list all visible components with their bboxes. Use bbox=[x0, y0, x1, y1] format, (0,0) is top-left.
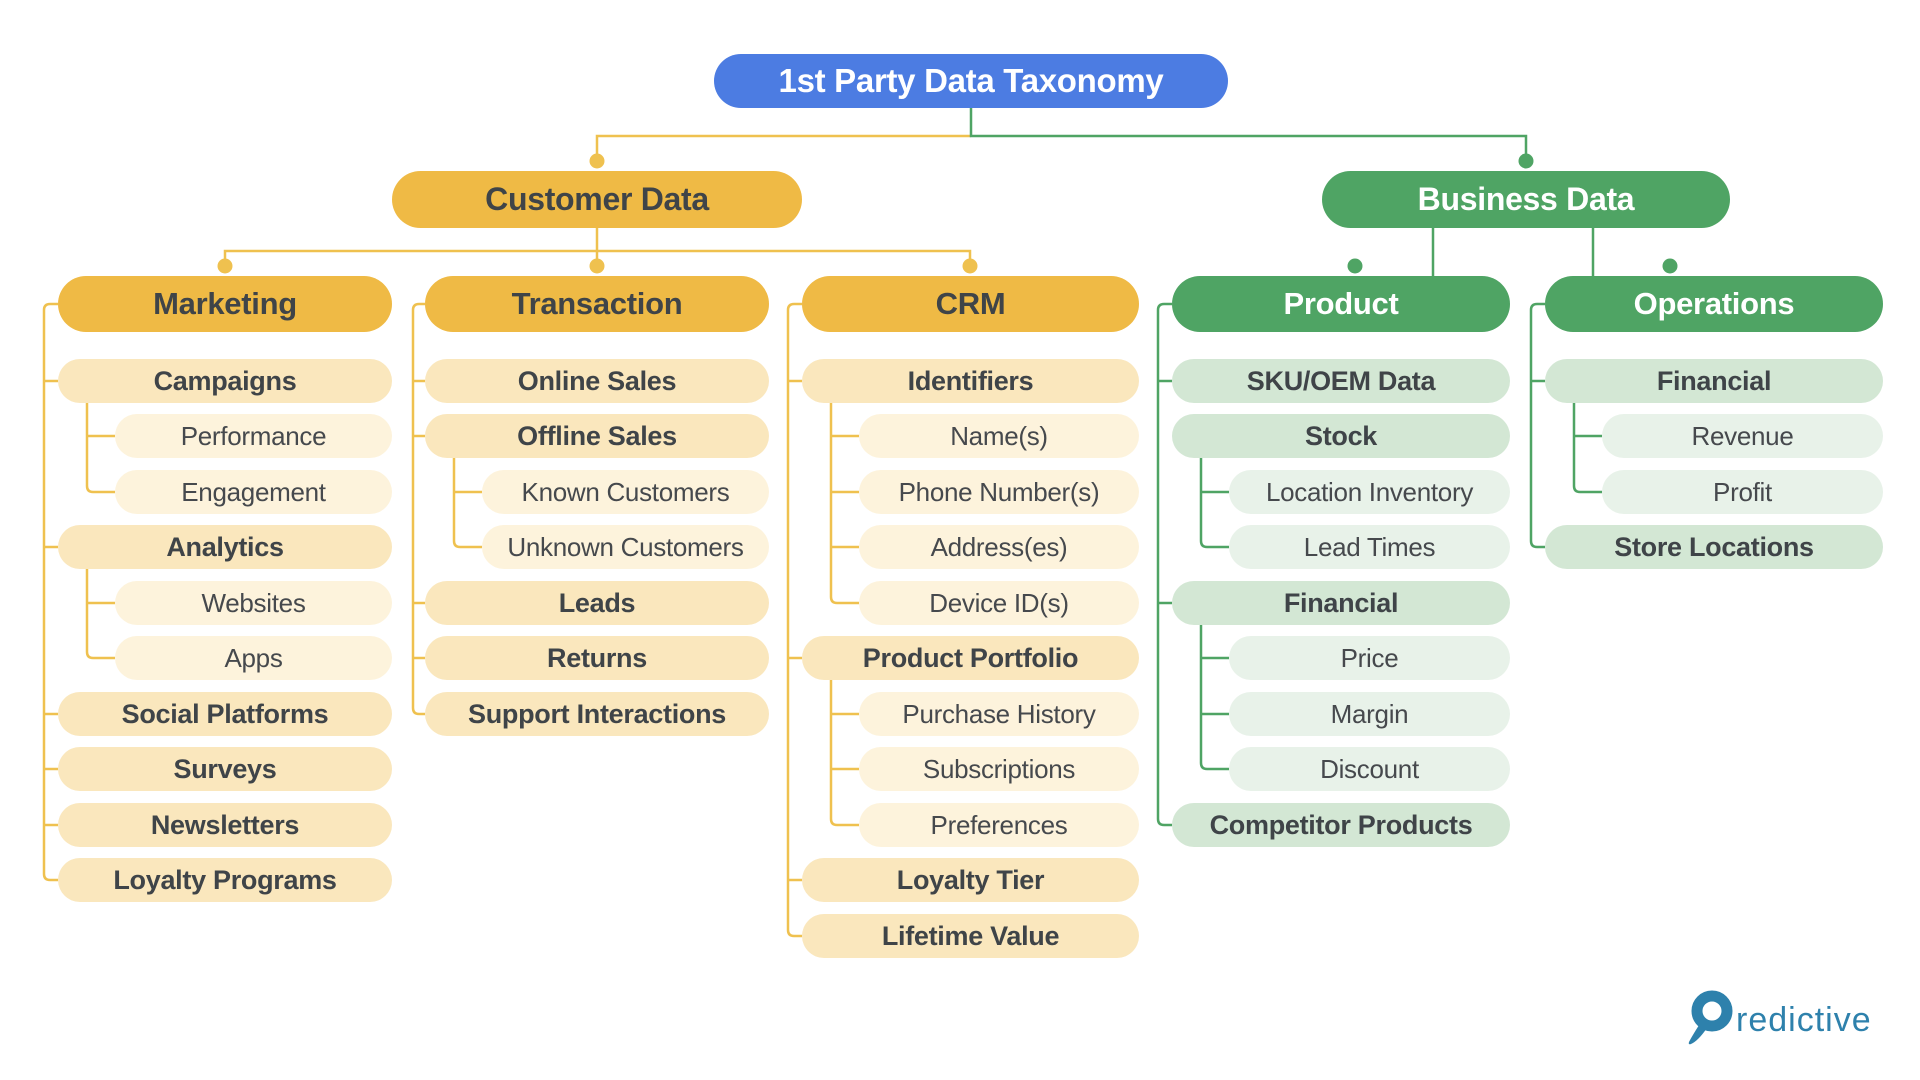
node-store-locations: Store Locations bbox=[1545, 525, 1883, 569]
node-product: Product bbox=[1172, 276, 1510, 332]
node-loyalty-tier: Loyalty Tier bbox=[802, 858, 1139, 902]
logo-text: redictive bbox=[1736, 1000, 1872, 1039]
node-marketing: Marketing bbox=[58, 276, 392, 332]
node-purchase-history: Purchase History bbox=[859, 692, 1139, 736]
node-social-platforms: Social Platforms bbox=[58, 692, 392, 736]
node-stock: Stock bbox=[1172, 414, 1510, 458]
node-crm: CRM bbox=[802, 276, 1139, 332]
node-unknown-customers: Unknown Customers bbox=[482, 525, 769, 569]
node-returns: Returns bbox=[425, 636, 769, 680]
node-offline-sales: Offline Sales bbox=[425, 414, 769, 458]
node-product-portfolio: Product Portfolio bbox=[802, 636, 1139, 680]
node-engagement: Engagement bbox=[115, 470, 392, 514]
node-operations-financial: Financial bbox=[1545, 359, 1883, 403]
node-phone-numbers: Phone Number(s) bbox=[859, 470, 1139, 514]
node-names: Name(s) bbox=[859, 414, 1139, 458]
node-margin: Margin bbox=[1229, 692, 1510, 736]
node-apps: Apps bbox=[115, 636, 392, 680]
node-surveys: Surveys bbox=[58, 747, 392, 791]
node-profit: Profit bbox=[1602, 470, 1883, 514]
node-identifiers: Identifiers bbox=[802, 359, 1139, 403]
node-location-inventory: Location Inventory bbox=[1229, 470, 1510, 514]
node-online-sales: Online Sales bbox=[425, 359, 769, 403]
node-sku-oem-data: SKU/OEM Data bbox=[1172, 359, 1510, 403]
node-websites: Websites bbox=[115, 581, 392, 625]
node-competitor-products: Competitor Products bbox=[1172, 803, 1510, 847]
node-revenue: Revenue bbox=[1602, 414, 1883, 458]
node-support-interactions: Support Interactions bbox=[425, 692, 769, 736]
node-performance: Performance bbox=[115, 414, 392, 458]
node-subscriptions: Subscriptions bbox=[859, 747, 1139, 791]
node-device-ids: Device ID(s) bbox=[859, 581, 1139, 625]
node-root-title: 1st Party Data Taxonomy bbox=[714, 54, 1228, 108]
node-operations: Operations bbox=[1545, 276, 1883, 332]
node-discount: Discount bbox=[1229, 747, 1510, 791]
node-customer-data: Customer Data bbox=[392, 171, 802, 228]
node-business-data: Business Data bbox=[1322, 171, 1730, 228]
node-price: Price bbox=[1229, 636, 1510, 680]
node-product-financial: Financial bbox=[1172, 581, 1510, 625]
node-analytics: Analytics bbox=[58, 525, 392, 569]
node-transaction: Transaction bbox=[425, 276, 769, 332]
node-lead-times: Lead Times bbox=[1229, 525, 1510, 569]
predictive-logo: redictive bbox=[1686, 984, 1872, 1050]
node-newsletters: Newsletters bbox=[58, 803, 392, 847]
node-preferences: Preferences bbox=[859, 803, 1139, 847]
node-known-customers: Known Customers bbox=[482, 470, 769, 514]
node-lifetime-value: Lifetime Value bbox=[802, 914, 1139, 958]
node-addresses: Address(es) bbox=[859, 525, 1139, 569]
predictive-p-icon bbox=[1688, 990, 1733, 1045]
node-campaigns: Campaigns bbox=[58, 359, 392, 403]
node-leads: Leads bbox=[425, 581, 769, 625]
node-loyalty-programs: Loyalty Programs bbox=[58, 858, 392, 902]
